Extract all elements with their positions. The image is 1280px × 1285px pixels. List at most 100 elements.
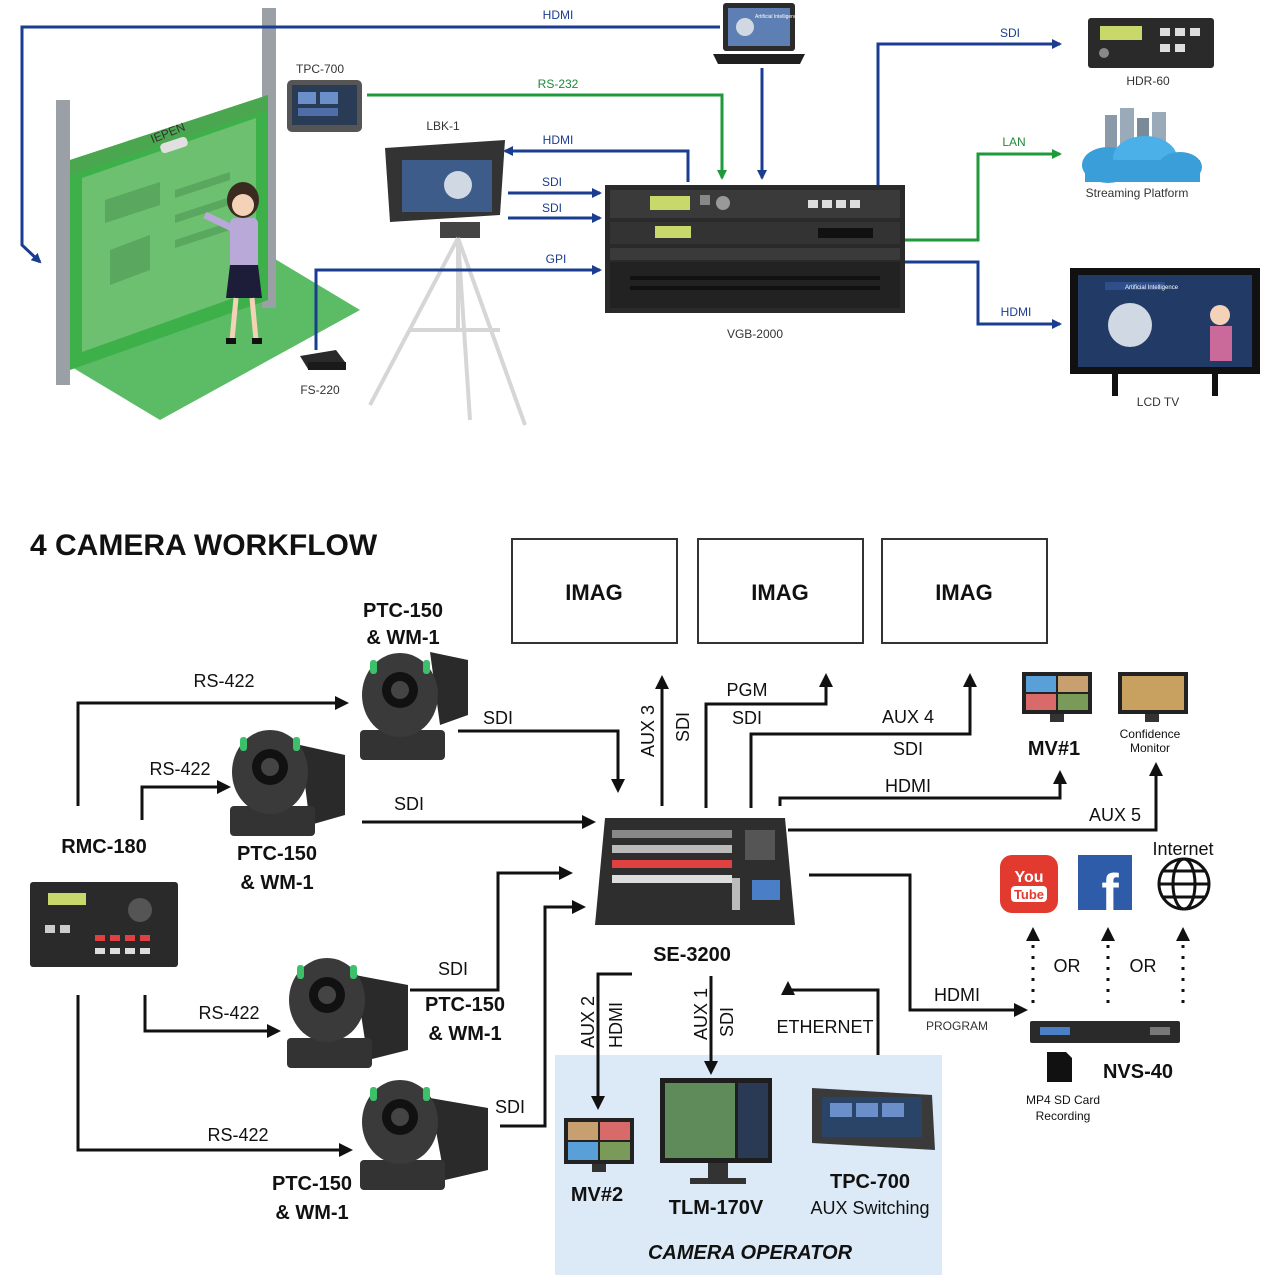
sdi-cam2-label: SDI: [394, 794, 424, 814]
sdi-vgb-to-hdr-line: [876, 39, 1062, 185]
lbk1-label: LBK-1: [426, 119, 460, 133]
ptz-camera-3: [287, 958, 408, 1068]
streaming-cloud-icon: [1082, 108, 1202, 183]
cam2-label-line1: PTC-150: [237, 843, 317, 865]
sdi-lbk-2-label: SDI: [542, 201, 562, 215]
cam2-label-line2: & WM-1: [240, 872, 313, 894]
aux4-line: [749, 673, 977, 808]
ethernet-line: [781, 981, 880, 1055]
imag-box-1: [511, 538, 678, 644]
ptz-camera-4: [360, 1080, 488, 1190]
rs422-label-4: RS-422: [207, 1125, 268, 1145]
workflow-title: 4 CAMERA WORKFLOW: [30, 529, 378, 562]
confidence-label-line1: Confidence: [1120, 727, 1181, 741]
tv-screen-text: Artificial Intelligence: [1125, 285, 1179, 291]
cam3-label-line2: & WM-1: [428, 1023, 501, 1045]
mv1-label: MV#1: [1028, 738, 1080, 760]
hdmi-vgb-to-tv-line: [905, 260, 1062, 329]
pgm-line: [704, 673, 833, 808]
imag-box-2: [697, 538, 864, 644]
aux3-label: AUX 3: [638, 705, 658, 757]
gpi-label: GPI: [546, 252, 567, 266]
globe-icon: [1157, 857, 1211, 911]
rs232-label: RS-232: [538, 77, 579, 91]
laptop-screen-text: Artificial Intelligence: [755, 14, 799, 20]
ptz-camera-1: [360, 652, 468, 760]
confidence-monitor: [1118, 672, 1188, 722]
top-diagram: IEPEN TPC-700: [20, 3, 1260, 426]
sdi-cam4-label: SDI: [495, 1097, 525, 1117]
rs422-line-1: [76, 696, 349, 806]
lcd-tv-label: LCD TV: [1137, 395, 1179, 409]
lbk1-teleprompter: [368, 140, 527, 426]
tlm170v-monitor: [660, 1078, 772, 1184]
sd-card-icon: [1047, 1052, 1072, 1082]
tpc700-tablet: [287, 80, 362, 132]
facebook-icon: f: [1078, 855, 1132, 922]
rs422-line-3: [143, 995, 281, 1038]
internet-label: Internet: [1152, 839, 1213, 859]
confidence-label-line2: Monitor: [1130, 741, 1170, 755]
svg-text:You: You: [1014, 869, 1043, 886]
tlm170v-label: TLM-170V: [669, 1197, 764, 1219]
streaming-label: Streaming Platform: [1086, 186, 1189, 200]
svg-text:Tube: Tube: [1014, 887, 1044, 902]
aux4-sdi-label: SDI: [893, 739, 923, 759]
hdr60-recorder: [1088, 18, 1214, 68]
nvs40-encoder: [1030, 1021, 1180, 1043]
hdmi-lbk-label: HDMI: [543, 133, 574, 147]
aux1-label: AUX 1: [691, 988, 711, 1040]
sdi-cam4-line: [500, 900, 586, 1128]
lan-line: [905, 149, 1062, 242]
presenter-figure: [203, 182, 262, 344]
hdmi-laptop-to-screen-line: [20, 25, 720, 264]
aux5-label: AUX 5: [1089, 805, 1141, 825]
lan-label: LAN: [1002, 135, 1025, 149]
aux2-hdmi-label: HDMI: [606, 1002, 626, 1048]
program-label: PROGRAM: [926, 1019, 988, 1033]
vgb2000-rack: [605, 185, 905, 313]
sd-card-label-line1: MP4 SD Card: [1026, 1093, 1100, 1107]
vgb2000-label: VGB-2000: [727, 327, 783, 341]
hdmi-laptop-label: HDMI: [543, 8, 574, 22]
fs220-label: FS-220: [300, 383, 340, 397]
or-label-1: OR: [1054, 956, 1081, 976]
imag-label-1: IMAG: [565, 580, 622, 605]
cam1-label-line2: & WM-1: [366, 627, 439, 649]
imag-label-2: IMAG: [751, 580, 808, 605]
sdi-cam1-line: [458, 729, 625, 793]
imag-label-3: IMAG: [935, 580, 992, 605]
lcd-tv: Artificial Intelligence: [1070, 268, 1260, 396]
rs232-line: [367, 93, 727, 180]
mv1-monitor: [1022, 672, 1092, 722]
cam1-label-line1: PTC-150: [363, 600, 443, 622]
ethernet-label: ETHERNET: [776, 1017, 873, 1037]
rs422-line-2: [140, 780, 231, 820]
pgm-label: PGM: [726, 680, 767, 700]
hdr60-label: HDR-60: [1126, 74, 1170, 88]
aux1-sdi-label: SDI: [717, 1007, 737, 1037]
aux3-sdi-label: SDI: [673, 712, 693, 742]
tpc700-bottom-tablet: [812, 1088, 935, 1150]
sdi-lbk-1-label: SDI: [542, 175, 562, 189]
ptz-camera-2: [230, 730, 345, 836]
camera-operator-label: CAMERA OPERATOR: [648, 1242, 853, 1264]
rs422-line-4: [76, 995, 353, 1157]
rs422-label-1: RS-422: [193, 671, 254, 691]
aux2-label: AUX 2: [578, 996, 598, 1048]
hdmi-mv1-label: HDMI: [885, 776, 931, 796]
sdi-cam3-line: [410, 866, 573, 992]
gpi-line: [314, 265, 602, 350]
imag-box-3: [881, 538, 1048, 644]
cam4-label-line1: PTC-150: [272, 1173, 352, 1195]
hdmi-mv1-line: [778, 770, 1067, 806]
se3200-switcher: [595, 818, 795, 925]
hdmi-tv-label: HDMI: [1001, 305, 1032, 319]
fs220-device: [300, 350, 346, 370]
svg-text:f: f: [1101, 864, 1119, 922]
tpc700-bottom-label: TPC-700: [830, 1171, 910, 1193]
bottom-diagram: 4 CAMERA WORKFLOW CAMERA OPERATOR IMAG I…: [30, 529, 1214, 1275]
hdmi-program-line: [809, 873, 1028, 1017]
tpc700-top-label: TPC-700: [296, 62, 344, 76]
